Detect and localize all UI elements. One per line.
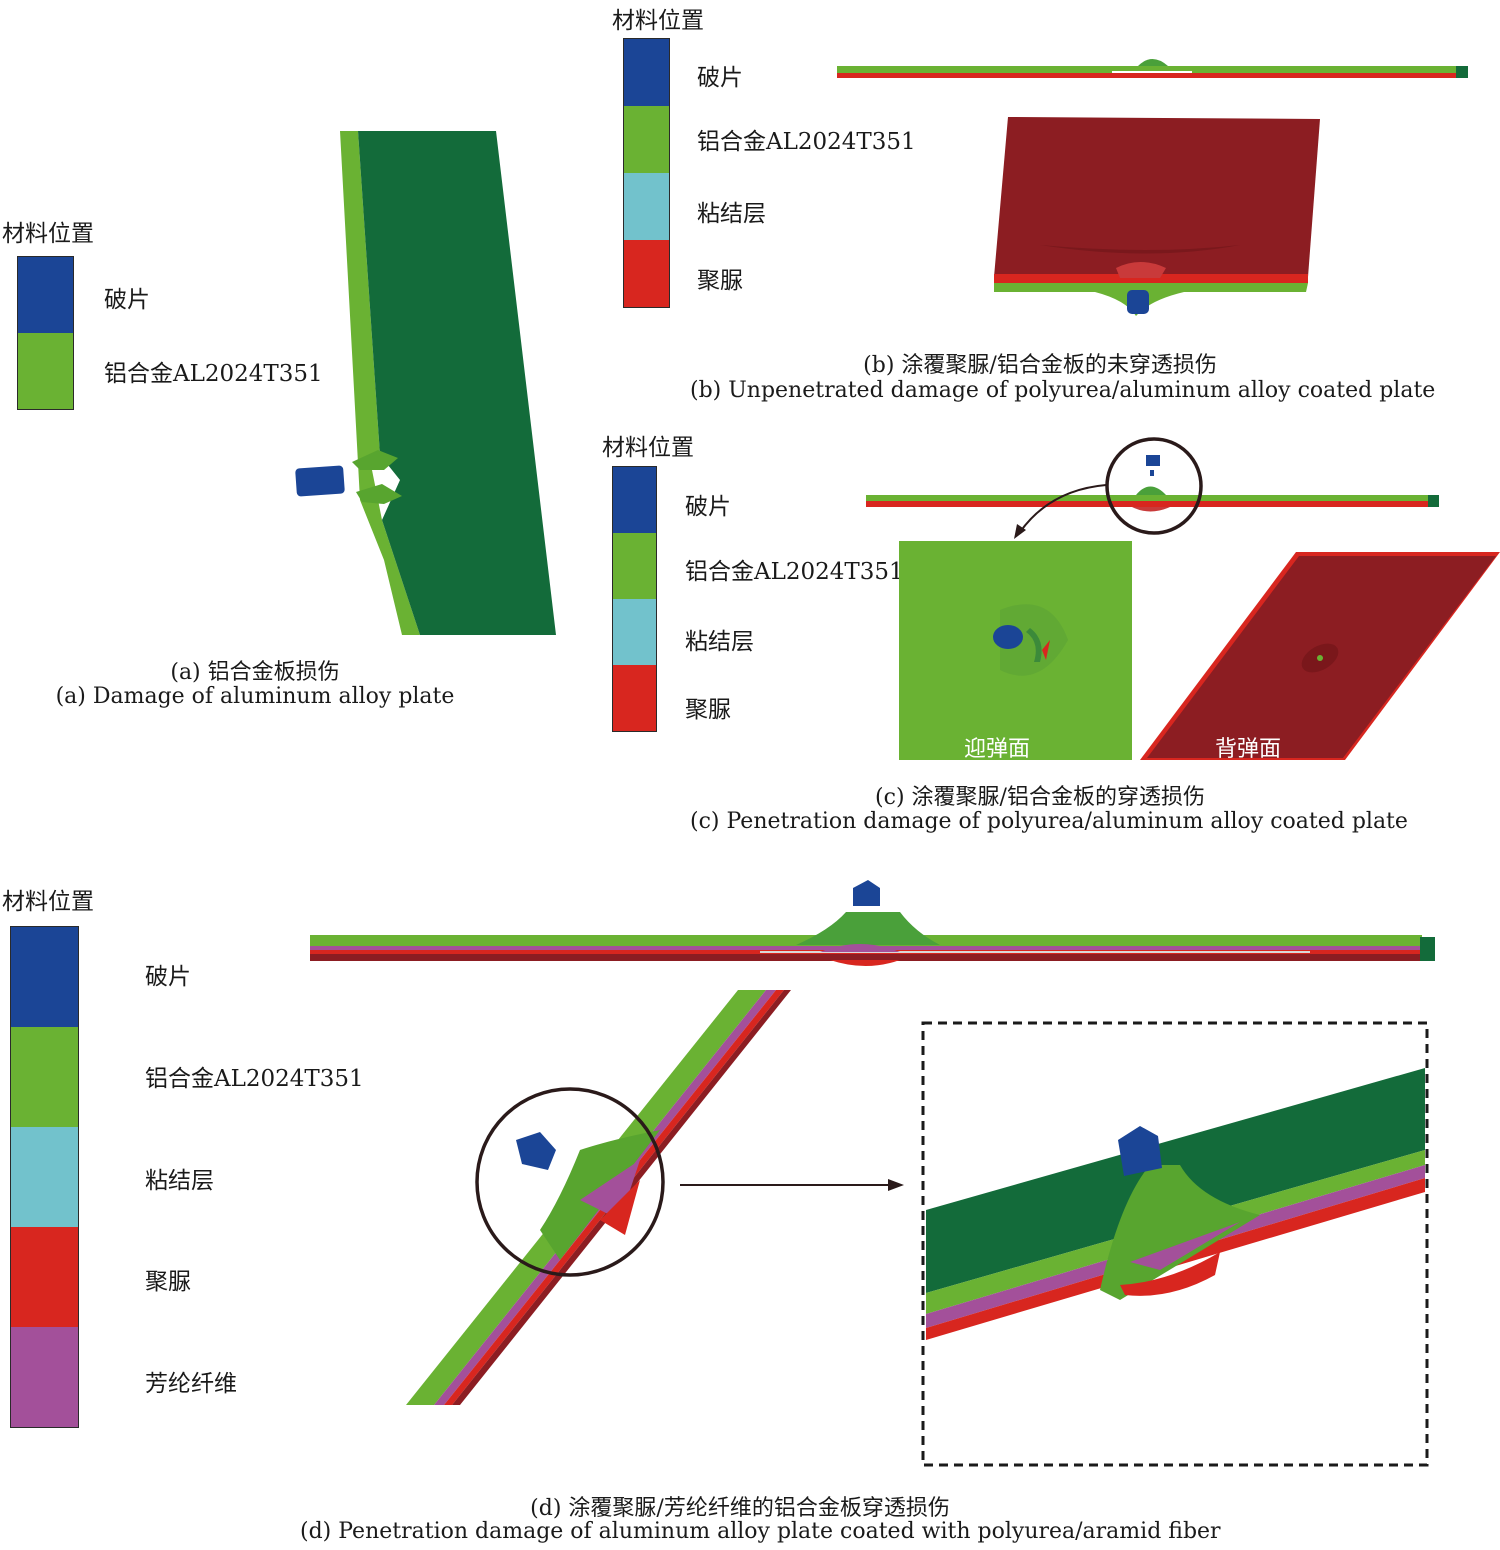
legend-swatch-fragment [624,39,669,106]
panel-d-legend-bar [10,926,79,1428]
legend-swatch-fragment [18,257,73,333]
legend-swatch-aluminum [18,333,73,409]
panel-c-zoom-arrowhead [1014,524,1026,539]
panel-c-legend-label-polyurea: 聚脲 [685,697,731,723]
panel-d-oblique-view [406,990,791,1405]
legend-swatch-polyurea [624,240,669,307]
panel-c-legend-bar [612,466,657,732]
panel-b-3d-view [994,117,1320,316]
legend-swatch-adhesive [613,599,656,665]
panel-d-zoom-circle [475,1087,665,1277]
panel-a-legend-title: 材料位置 [2,221,94,247]
panel-b-legend-label-aluminum: 铝合金AL2024T351 [697,129,916,155]
panel-b-caption-cn: (b) 涂覆聚脲/铝合金板的未穿透损伤 [863,353,1217,378]
legend-swatch-polyurea [613,665,656,731]
panel-a-caption-en: (a) Damage of aluminum alloy plate [55,684,455,709]
panel-c-zoom-arrow [1019,484,1107,533]
panel-a-plate-face [358,131,556,635]
legend-swatch-aluminum [624,106,669,173]
panel-b-legend-bar [623,38,670,308]
panel-d-legend-label-fragment: 破片 [145,964,191,990]
panel-c-zoom-circle [1105,437,1203,535]
panel-a-damage-petal-top [352,450,398,470]
legend-swatch-adhesive [624,173,669,240]
panel-d-zoom-detail-view [926,1068,1425,1340]
panel-c-caption-cn: (c) 涂覆聚脲/铝合金板的穿透损伤 [875,785,1205,810]
panel-c-back-face-view [1140,552,1500,760]
panel-c-front-face-view [899,541,1132,760]
panel-c-legend-title: 材料位置 [602,435,694,461]
legend-swatch-fragment [613,467,656,533]
panel-b-caption-en: (b) Unpenetrated damage of polyurea/alum… [690,378,1436,403]
panel-b-legend-title: 材料位置 [612,8,704,34]
panel-d-zoom-box [921,1021,1429,1467]
panel-d-legend-label-aluminum: 铝合金AL2024T351 [145,1066,364,1092]
legend-swatch-fragment [11,927,78,1027]
panel-d-legend-title: 材料位置 [2,889,94,915]
legend-swatch-aramid [11,1327,78,1427]
panel-b-side-view [837,59,1468,78]
panel-c-legend-label-fragment: 破片 [685,494,731,520]
panel-d-caption-cn: (d) 涂覆聚脲/芳纶纤维的铝合金板穿透损伤 [530,1496,950,1521]
panel-d-caption-en: (d) Penetration damage of aluminum alloy… [300,1519,1221,1544]
panel-a-plate-side [340,131,420,635]
panel-a-legend-label-fragment: 破片 [104,287,150,313]
panel-c-legend-label-adhesive: 粘结层 [685,629,754,655]
panel-a-legend-label-aluminum: 铝合金AL2024T351 [104,361,323,387]
panel-b-legend-label-adhesive: 粘结层 [697,201,766,227]
legend-swatch-aluminum [613,533,656,599]
legend-swatch-aluminum [11,1027,78,1127]
panel-b-legend-label-polyurea: 聚脲 [697,268,743,294]
legend-swatch-polyurea [11,1227,78,1327]
panel-d-legend-label-aramid: 芳纶纤维 [145,1371,237,1397]
panel-a-damage-petal-bottom [356,484,402,504]
panel-c-side-view [866,455,1439,512]
panel-c-caption-en: (c) Penetration damage of polyurea/alumi… [690,809,1408,834]
panel-c-back-face-label: 背弹面 [1214,737,1281,762]
panel-d-legend-label-polyurea: 聚脲 [145,1269,191,1295]
panel-c-front-face-label: 迎弹面 [963,737,1030,762]
panel-d-side-view [310,880,1435,966]
panel-d-legend-label-adhesive: 粘结层 [145,1168,214,1194]
panel-a-caption-cn: (a) 铝合金板损伤 [170,660,340,685]
panel-d-zoom-arrowhead [888,1179,904,1191]
panel-c-legend-label-aluminum: 铝合金AL2024T351 [685,559,904,585]
legend-swatch-adhesive [11,1127,78,1227]
panel-a-legend-bar [17,256,74,410]
panel-b-legend-label-fragment: 破片 [697,65,743,91]
panel-a-fragment [295,465,345,497]
